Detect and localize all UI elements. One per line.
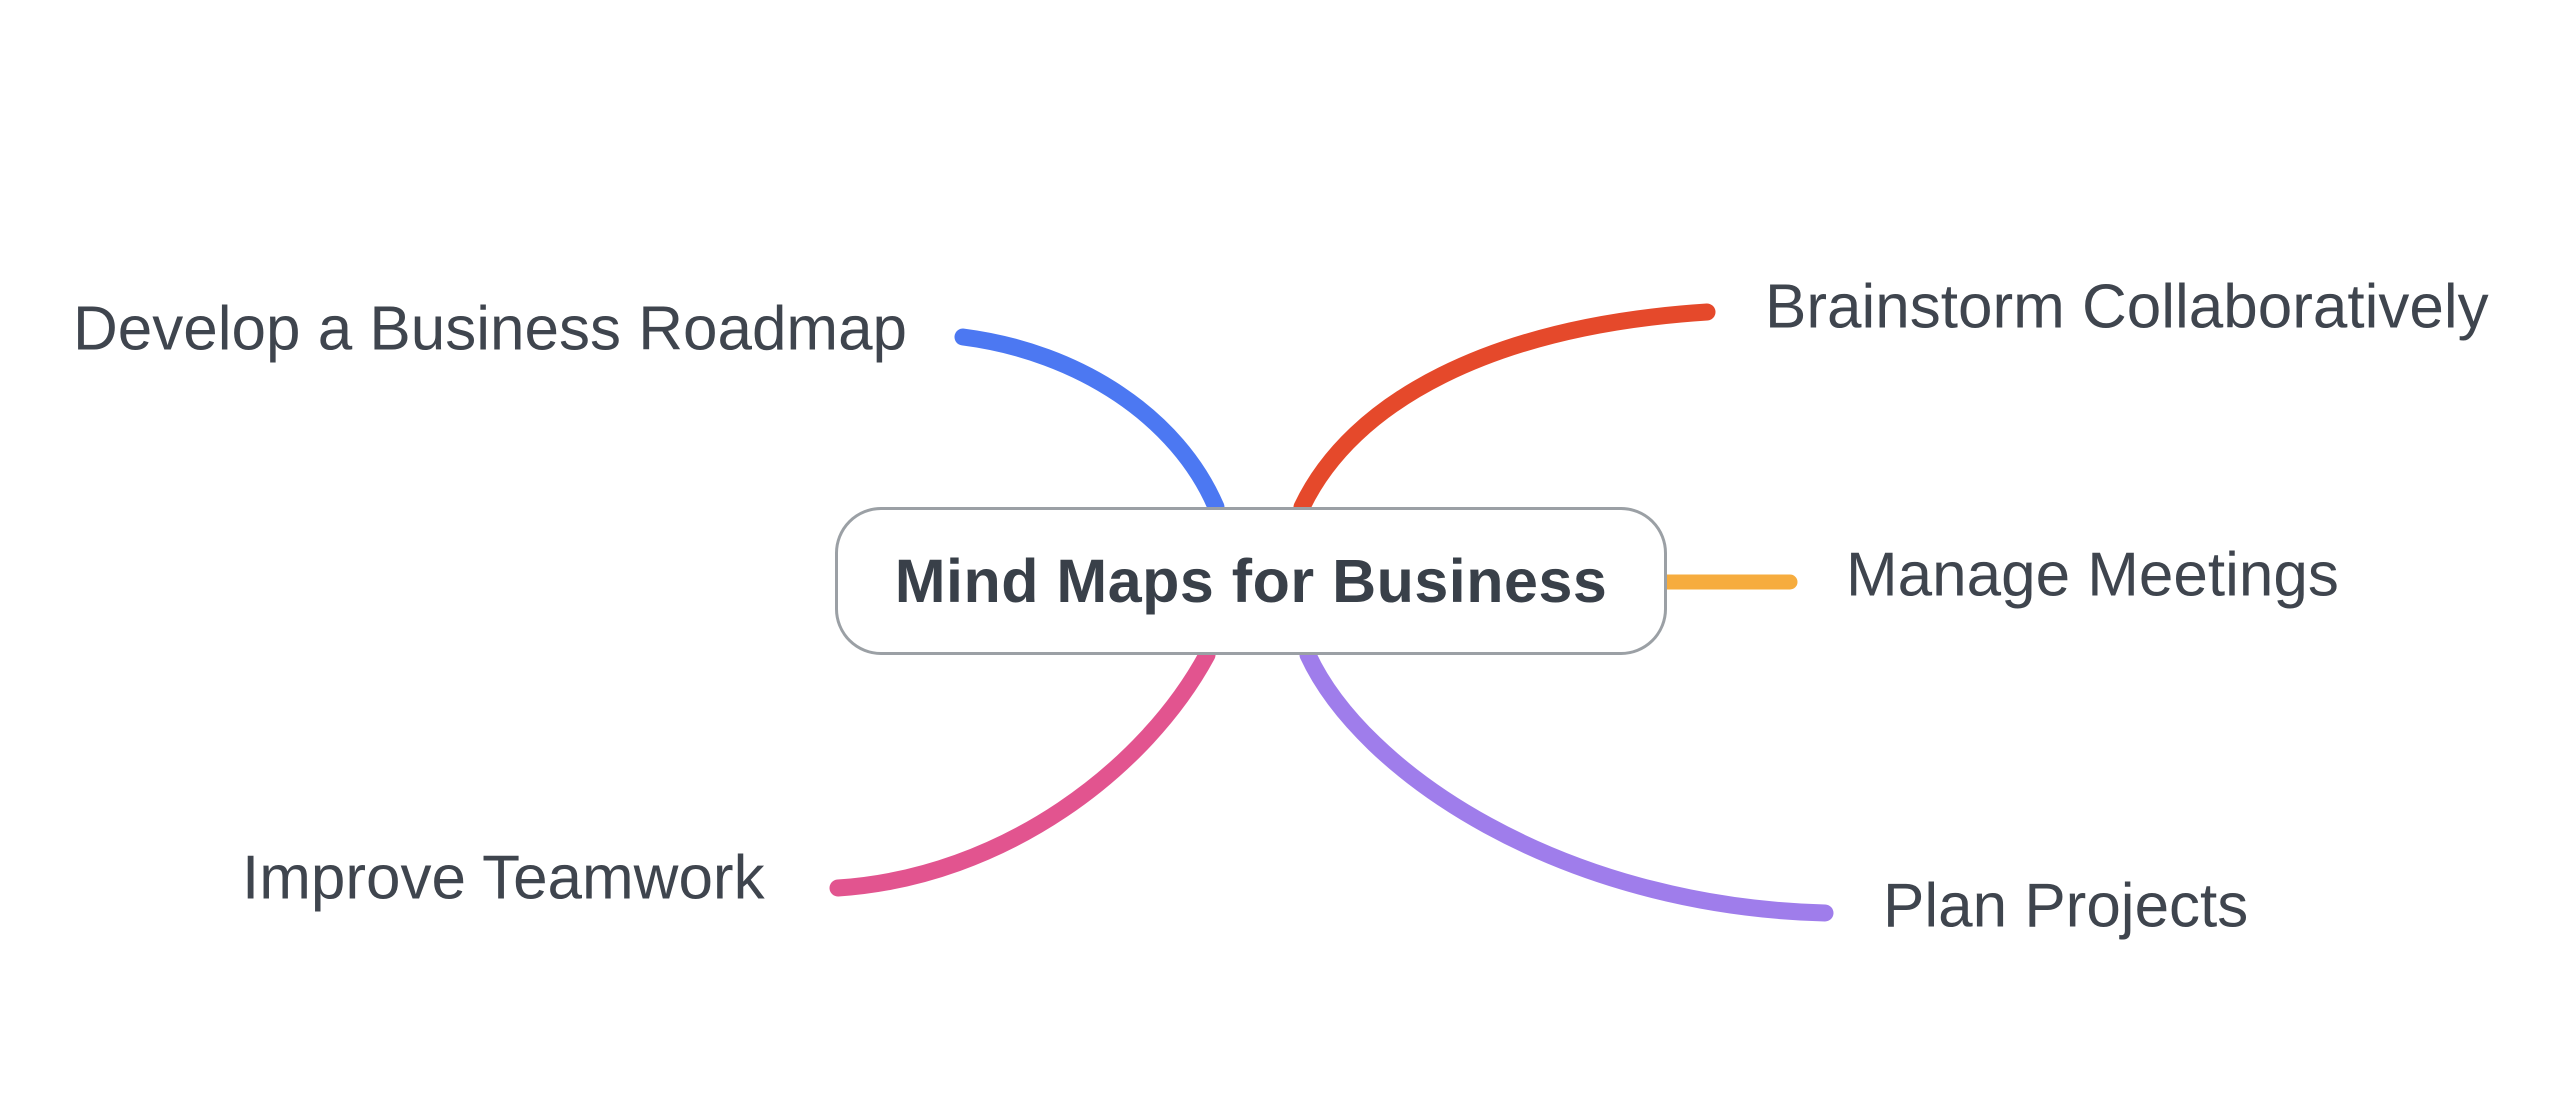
branch-connector-plan <box>1299 646 1834 922</box>
root-topic-node[interactable]: Mind Maps for Business <box>835 507 1667 655</box>
branch-label-manage-meetings[interactable]: Manage Meetings <box>1846 540 2339 610</box>
branch-label-brainstorm-collaboratively[interactable]: Brainstorm Collaboratively <box>1765 272 2489 342</box>
branch-connector-improve <box>829 646 1216 897</box>
branch-label-develop-a-business-roadmap[interactable]: Develop a Business Roadmap <box>73 294 908 364</box>
root-topic-label: Mind Maps for Business <box>894 547 1608 615</box>
branch-connector-develop <box>954 328 1225 516</box>
branch-label-improve-teamwork[interactable]: Improve Teamwork <box>242 843 765 913</box>
branch-connector-brainstorm <box>1293 303 1716 516</box>
branch-label-plan-projects[interactable]: Plan Projects <box>1883 871 2249 941</box>
